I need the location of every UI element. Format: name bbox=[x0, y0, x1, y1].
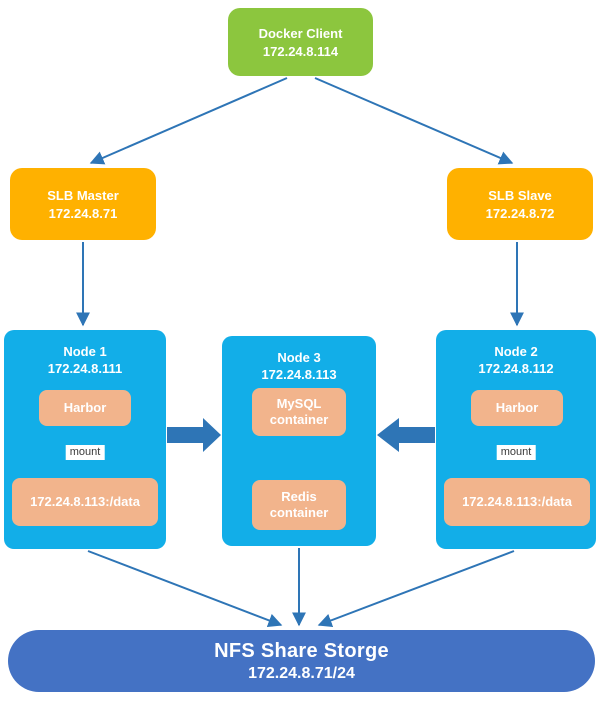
node1-mount-label: mount bbox=[65, 445, 105, 460]
node2-ip: 172.24.8.112 bbox=[478, 361, 554, 376]
slb-slave-box: SLB Slave 172.24.8.72 bbox=[447, 168, 593, 240]
nfs-ip: 172.24.8.71/24 bbox=[248, 664, 355, 682]
docker-client-box: Docker Client 172.24.8.114 bbox=[228, 8, 373, 76]
slb-master-title: SLB Master bbox=[47, 187, 119, 203]
nfs-title: NFS Share Storge bbox=[214, 639, 389, 662]
node2-title: Node 2 bbox=[494, 344, 538, 359]
node1-to-node3-arrow bbox=[167, 418, 221, 452]
slb-master-box: SLB Master 172.24.8.71 bbox=[10, 168, 156, 240]
docker-client-title: Docker Client bbox=[258, 25, 343, 41]
node1-title: Node 1 bbox=[63, 344, 107, 359]
node1-box: Node 1 172.24.8.111 Harbor mount 172.24.… bbox=[4, 330, 166, 549]
node1-harbor-label: Harbor bbox=[63, 400, 107, 415]
node2-box: Node 2 172.24.8.112 Harbor mount 172.24.… bbox=[436, 330, 596, 549]
nfs-share-storage-box: NFS Share Storge 172.24.8.71/24 bbox=[8, 630, 595, 692]
mysql-label-line1: MySQL bbox=[276, 396, 322, 411]
node1-harbor-box: Harbor bbox=[39, 390, 131, 426]
node3-redis-container-box: Redis container bbox=[252, 480, 346, 530]
node3-box: Node 3 172.24.8.113 MySQL container Redi… bbox=[222, 336, 376, 546]
node3-mysql-container-box: MySQL container bbox=[252, 388, 346, 436]
node2-data-mount-label: 172.24.8.113:/data bbox=[462, 494, 572, 509]
node2-to-node3-arrow bbox=[377, 418, 435, 452]
node3-ip: 172.24.8.113 bbox=[261, 367, 337, 382]
redis-label-line2: container bbox=[269, 505, 329, 520]
node2-harbor-box: Harbor bbox=[471, 390, 563, 426]
slb-slave-title: SLB Slave bbox=[488, 187, 552, 203]
node2-mount-label: mount bbox=[496, 445, 536, 460]
mysql-label-line2: container bbox=[269, 412, 329, 427]
slb-master-ip: 172.24.8.71 bbox=[48, 205, 118, 221]
node2-data-mount-box: 172.24.8.113:/data bbox=[444, 478, 590, 526]
node1-data-mount-box: 172.24.8.113:/data bbox=[12, 478, 158, 526]
slb-slave-ip: 172.24.8.72 bbox=[485, 205, 555, 221]
node1-data-mount-label: 172.24.8.113:/data bbox=[30, 494, 140, 509]
node2-harbor-label: Harbor bbox=[495, 400, 539, 415]
node1-ip: 172.24.8.111 bbox=[47, 361, 123, 376]
node3-title: Node 3 bbox=[277, 350, 321, 365]
redis-label-line1: Redis bbox=[281, 489, 317, 504]
docker-client-ip: 172.24.8.114 bbox=[262, 43, 339, 59]
